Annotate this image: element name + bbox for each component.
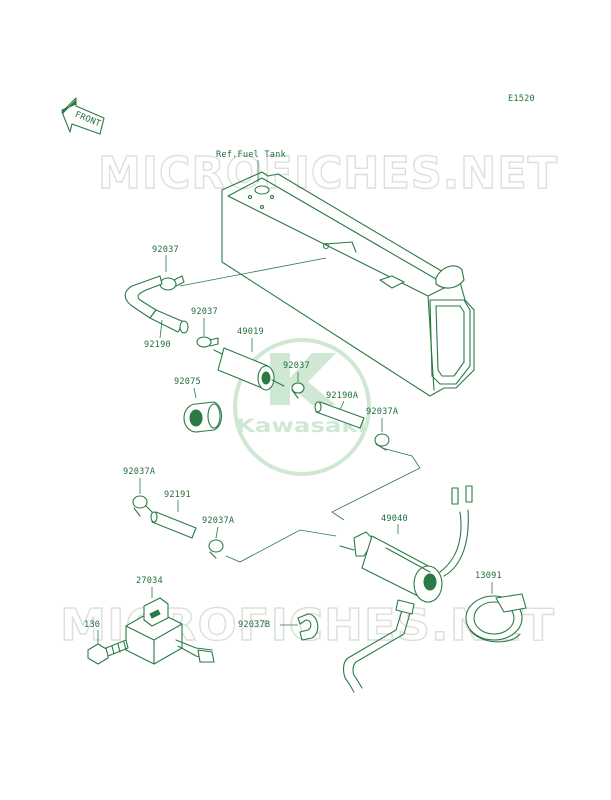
clamp-92037A-left xyxy=(132,495,153,517)
hose-92191 xyxy=(150,511,197,539)
part-label-92037-c: 92037 xyxy=(283,361,310,371)
part-label-92037A-b: 92037A xyxy=(123,467,156,477)
clip-92037B xyxy=(297,613,319,641)
part-label-27034: 27034 xyxy=(136,576,163,586)
fuel-pump-49040 xyxy=(339,485,473,693)
watermark-text-top: MICROFICHES.NET xyxy=(98,148,558,199)
strap-13091 xyxy=(465,593,527,643)
part-label-130: 130 xyxy=(84,620,100,630)
watermark-top: MICROFICHES.NET xyxy=(97,147,558,199)
part-label-92037A-c: 92037A xyxy=(202,516,235,526)
part-label-49019: 49019 xyxy=(237,327,264,337)
diagram-code: E1520 xyxy=(508,94,535,104)
kawasaki-logo: Kawasaki xyxy=(233,338,371,476)
bolt-130 xyxy=(87,639,129,665)
part-label-92037-b: 92037 xyxy=(191,307,218,317)
part-label-49040: 49040 xyxy=(381,514,408,524)
clamp-92037A-lower xyxy=(208,539,224,559)
ref-fuel-tank-label: Ref.Fuel Tank xyxy=(216,150,286,160)
clamp-92037-top xyxy=(159,275,185,291)
hose-route-line-low xyxy=(225,529,337,563)
fuel-filter-49019 xyxy=(213,347,285,391)
hose-route-line-mid xyxy=(331,447,421,521)
clamp-92037-third xyxy=(291,382,305,399)
hose-route-line-top xyxy=(179,257,327,287)
part-label-92190A: 92190A xyxy=(326,391,359,401)
front-arrow: FRONT xyxy=(61,97,105,135)
part-label-92037B: 92037B xyxy=(238,620,270,630)
kawasaki-k-icon xyxy=(270,353,336,405)
part-label-92037A-a: 92037A xyxy=(366,407,399,417)
part-label-92075: 92075 xyxy=(174,377,201,387)
bracket-27034 xyxy=(125,597,215,665)
part-label-92037-a: 92037 xyxy=(152,245,179,255)
part-label-92191: 92191 xyxy=(164,490,191,500)
part-label-13091: 13091 xyxy=(475,571,502,581)
hose-92190A xyxy=(314,401,365,429)
fuel-tank xyxy=(221,171,475,397)
clamp-92037-second xyxy=(196,336,219,348)
kawasaki-logo-text: Kawasaki xyxy=(236,415,366,437)
hose-92190 xyxy=(124,275,189,334)
part-label-92190: 92190 xyxy=(144,340,171,350)
band-92075 xyxy=(183,401,223,433)
clamp-92037A-upper xyxy=(374,433,390,451)
